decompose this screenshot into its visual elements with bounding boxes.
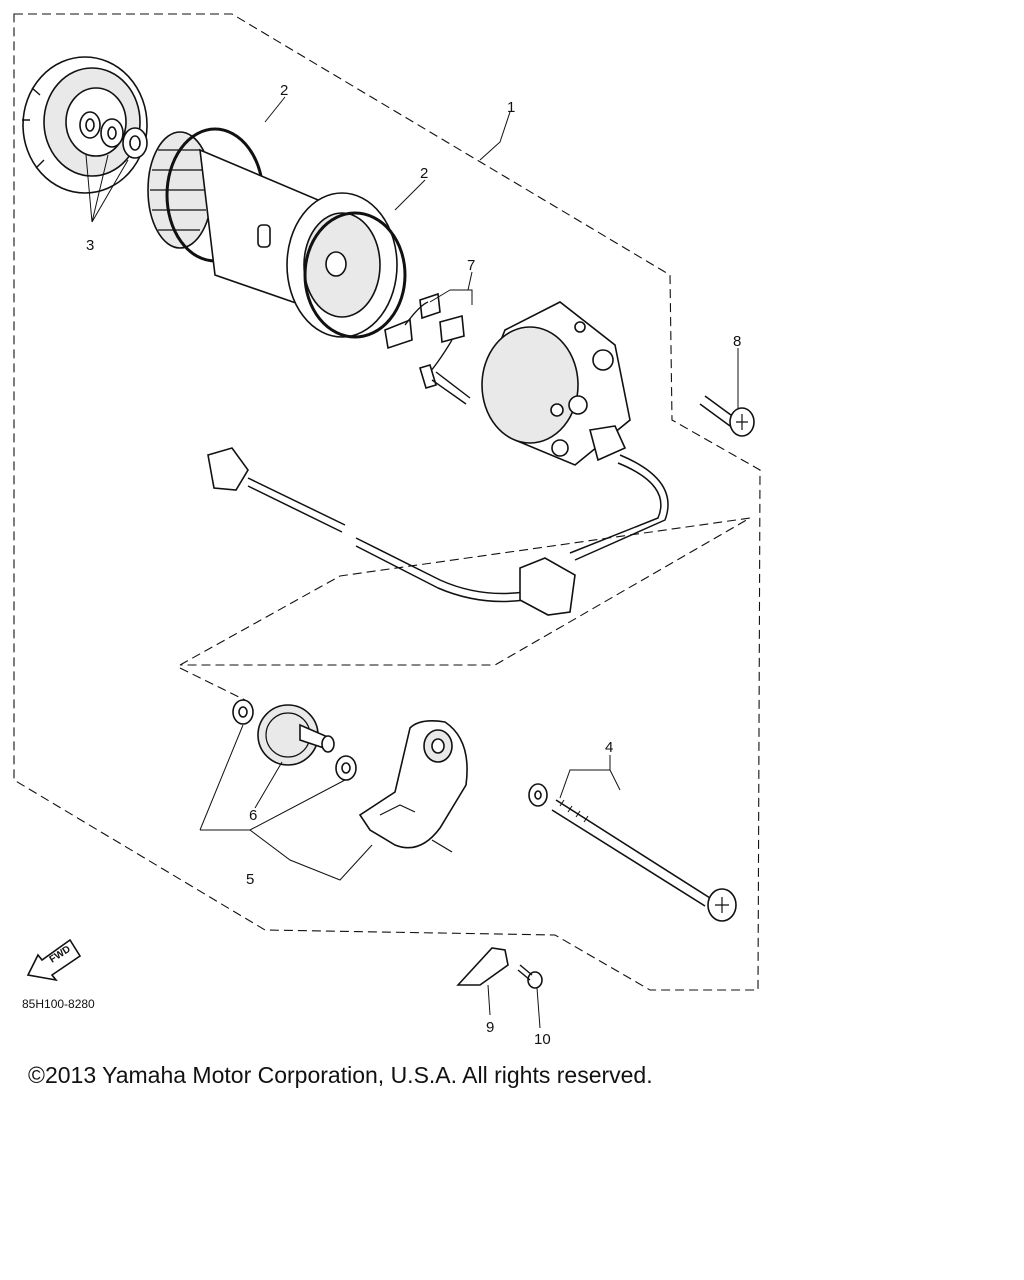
- cable-boundary: [179, 517, 751, 666]
- cover-screw: [699, 395, 755, 437]
- lead-wire: [207, 447, 669, 616]
- callout-7: 7: [467, 257, 475, 274]
- gear-link-boundary: [179, 667, 246, 701]
- front-cover: [481, 301, 631, 466]
- callout-2-right: 2: [420, 165, 428, 182]
- terminal-bolt: [419, 364, 471, 405]
- gear-holder-bracket: [358, 720, 468, 853]
- callout-3: 3: [86, 237, 94, 254]
- shaft-washer-hole: [341, 762, 351, 774]
- fwd-arrow: FWD: [26, 938, 82, 982]
- callout-5: 5: [246, 871, 254, 888]
- shim-washers: [79, 111, 148, 159]
- idler-gear: [257, 704, 335, 766]
- copyright-notice: ©2013 Yamaha Motor Corporation, U.S.A. A…: [28, 1062, 653, 1088]
- callout-8: 8: [733, 333, 741, 350]
- drawing-code: 85H100-8280: [22, 997, 95, 1011]
- lock-plate: [456, 947, 509, 986]
- callout-1: 1: [507, 99, 515, 116]
- motor-yoke: [199, 148, 398, 338]
- leader-lines: [85, 96, 739, 1029]
- gear-washer-hole: [238, 706, 248, 718]
- callout-9: 9: [486, 1019, 494, 1036]
- bolt-washer-hole: [534, 790, 542, 800]
- long-bolt: [551, 799, 737, 922]
- callout-4: 4: [605, 739, 613, 756]
- o-ring-right: [303, 211, 407, 339]
- small-screw: [517, 964, 543, 989]
- callout-10: 10: [534, 1031, 551, 1048]
- brush-set: [384, 292, 465, 373]
- callout-2-left: 2: [280, 82, 288, 99]
- callout-6: 6: [249, 807, 257, 824]
